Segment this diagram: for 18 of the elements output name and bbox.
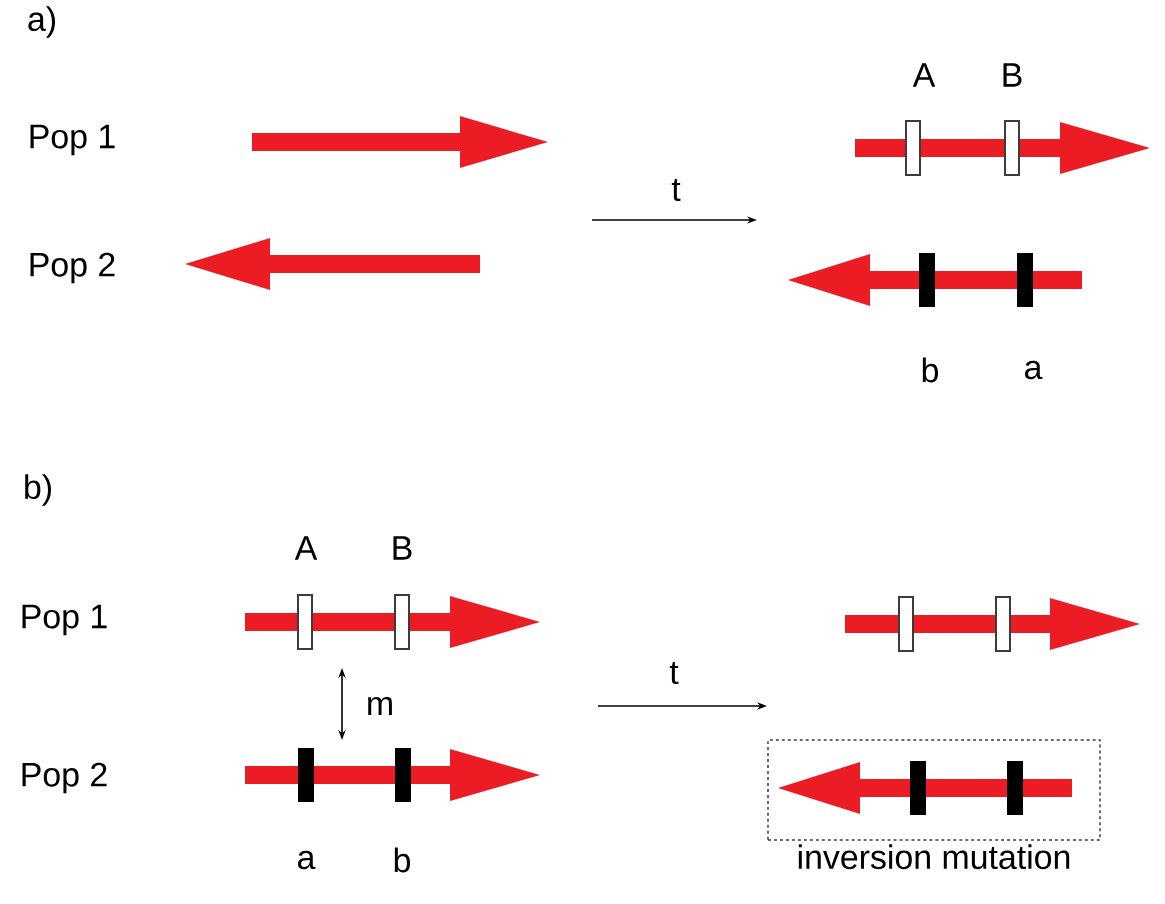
label: A <box>912 63 936 87</box>
label: b <box>394 847 410 873</box>
label: t <box>671 178 681 202</box>
label: m <box>368 696 392 716</box>
label: Pop 1 <box>22 604 107 636</box>
label: Pop 2 <box>30 252 115 284</box>
label: B <box>393 536 412 560</box>
box-caption: inversion mutation <box>798 844 1070 870</box>
label: a <box>1025 360 1043 380</box>
label: b <box>922 357 938 383</box>
label: Pop 1 <box>30 124 115 156</box>
label: B <box>1003 63 1022 87</box>
label: b) <box>25 474 51 506</box>
label: a <box>298 850 316 870</box>
label: Pop 2 <box>22 762 107 794</box>
label: t <box>669 661 679 685</box>
label: a) <box>28 6 55 38</box>
label: A <box>294 536 318 560</box>
